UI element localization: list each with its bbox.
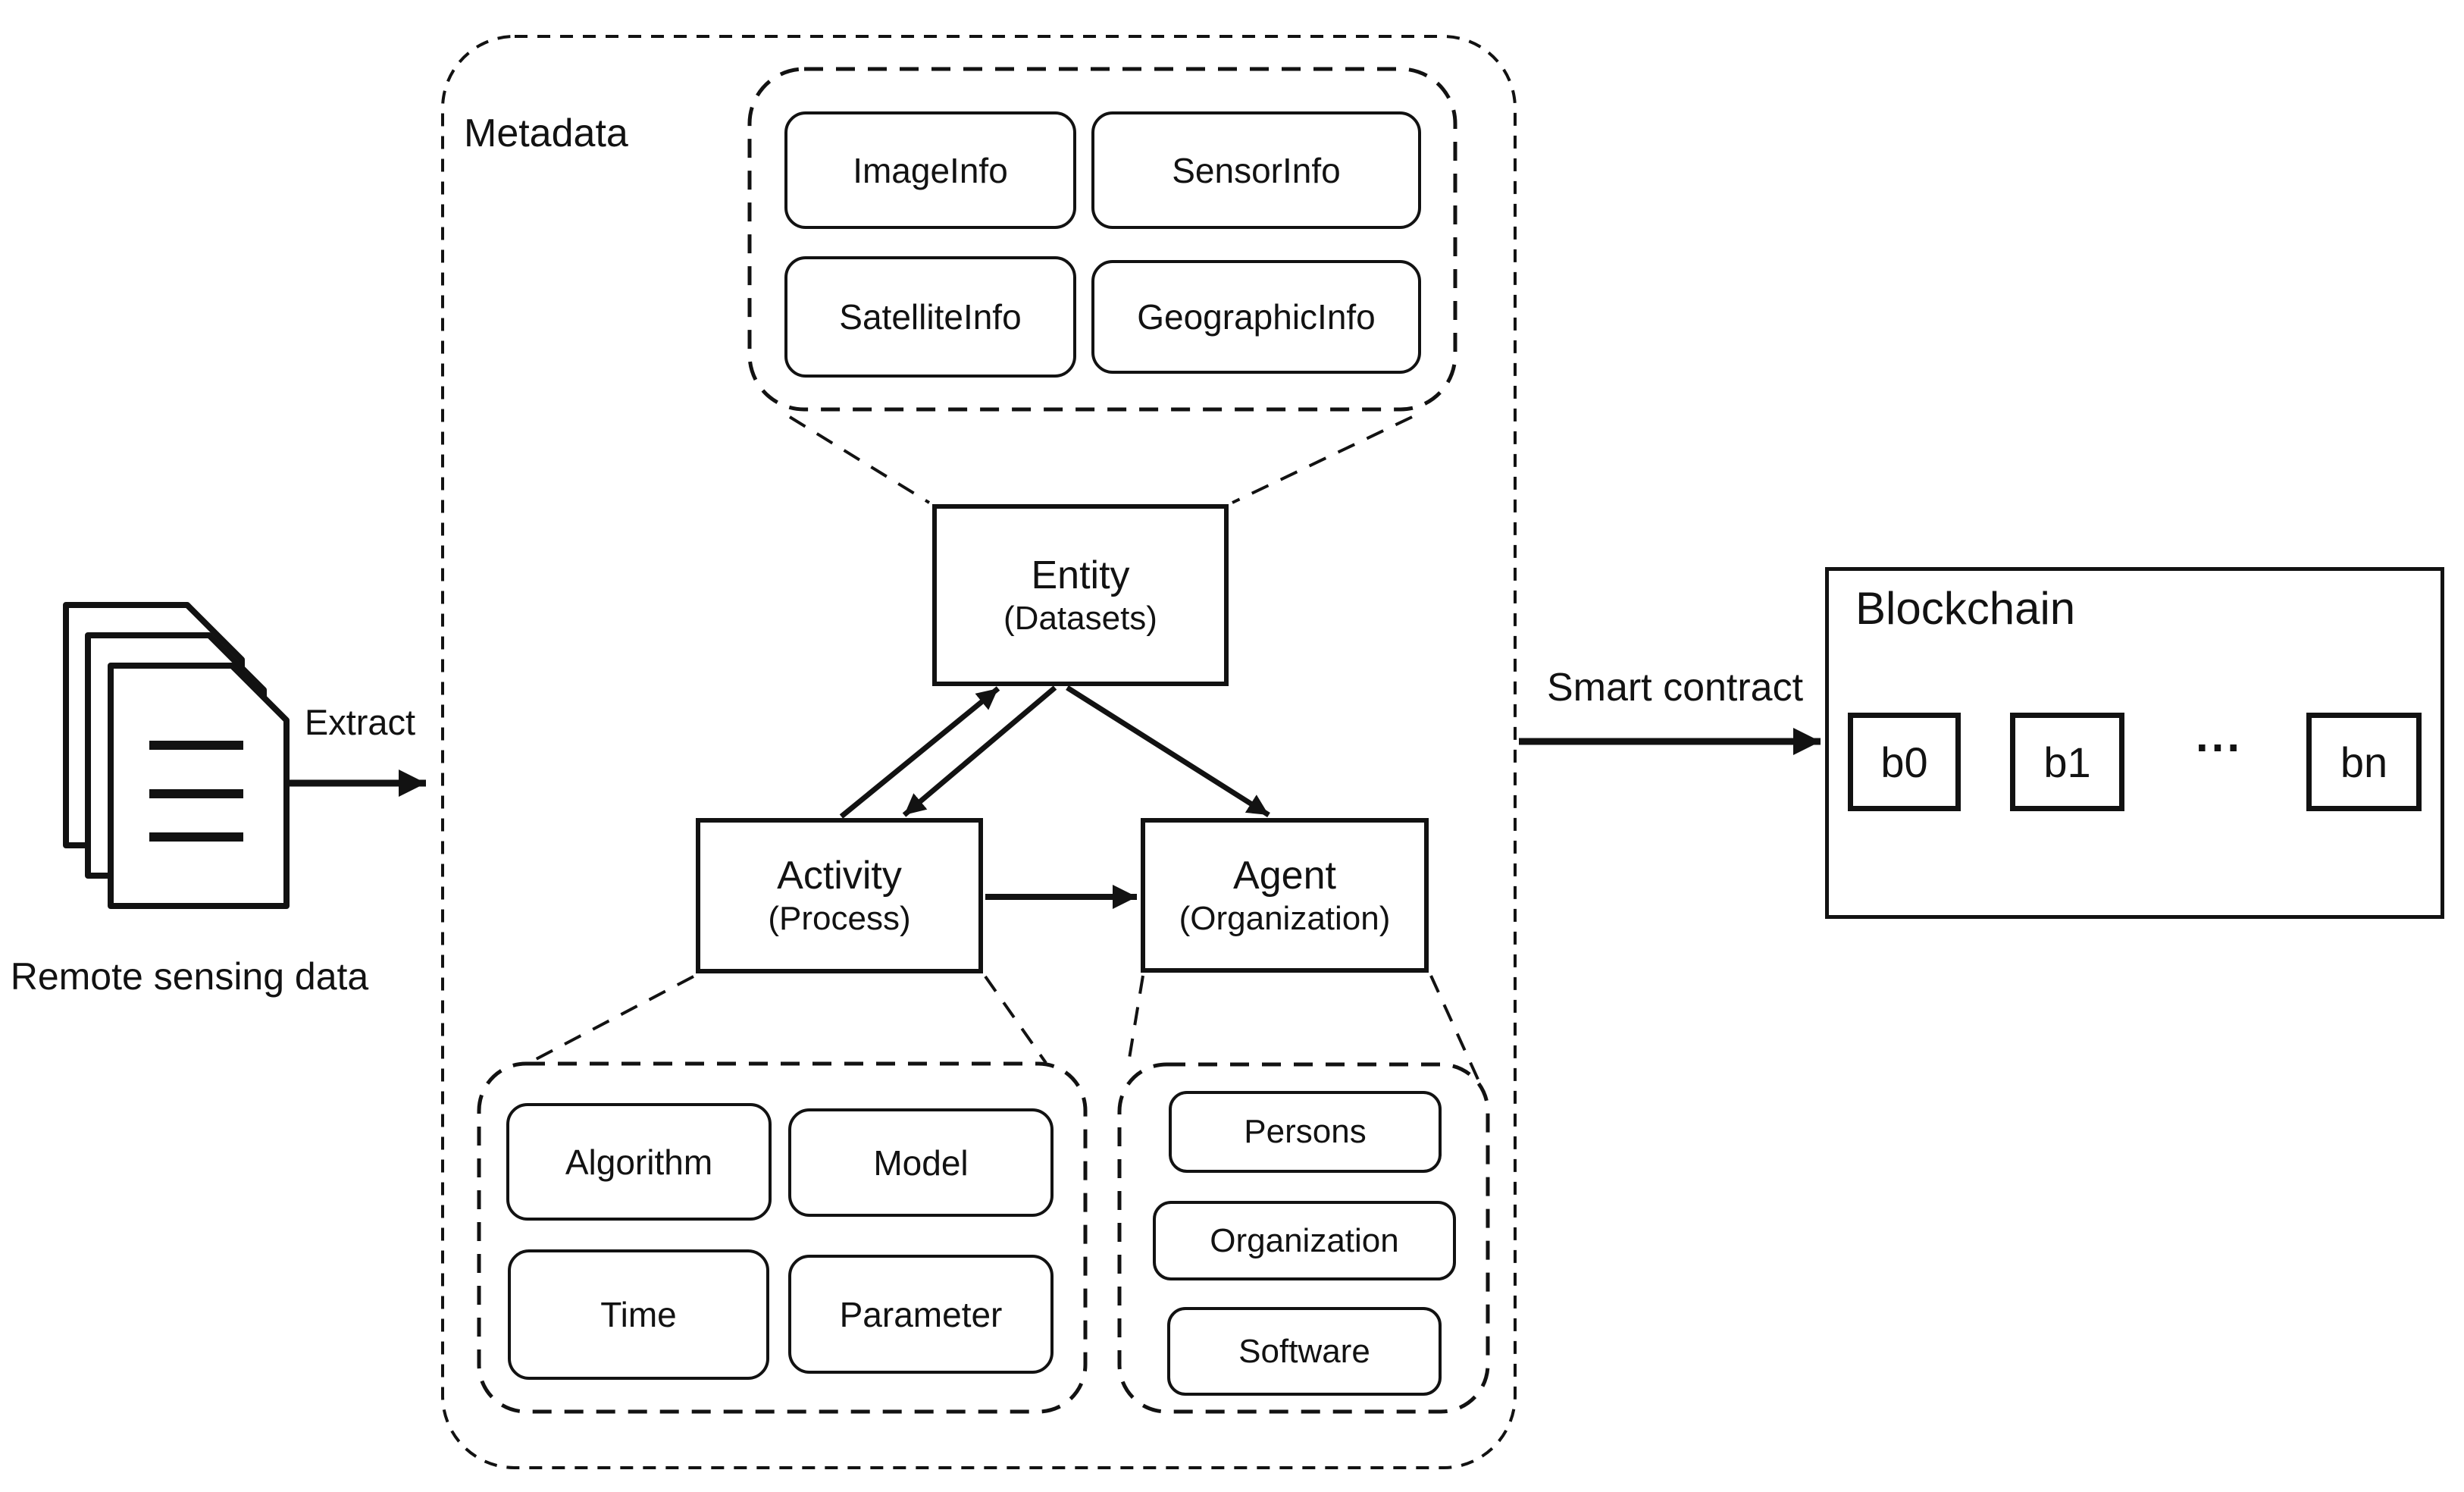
field-persons: Persons: [1169, 1091, 1442, 1173]
agent-title: Agent: [1233, 853, 1336, 898]
funnel-entity-left: [788, 415, 931, 504]
agent-node: Agent (Organization): [1141, 818, 1429, 973]
field-geographicinfo-label: GeographicInfo: [1137, 297, 1376, 337]
entity-subtitle: (Datasets): [1003, 599, 1157, 637]
field-software: Software: [1167, 1307, 1442, 1396]
block-bn-label: bn: [2340, 738, 2388, 786]
field-parameter: Parameter: [788, 1255, 1054, 1374]
field-algorithm: Algorithm: [506, 1103, 772, 1221]
agent-subtitle: (Organization): [1179, 899, 1391, 937]
field-persons-label: Persons: [1244, 1113, 1367, 1150]
arrow-activity-to-entity: [839, 686, 1000, 819]
field-software-label: Software: [1238, 1332, 1370, 1370]
funnel-agent-left: [1126, 975, 1144, 1068]
field-satelliteinfo: SatelliteInfo: [784, 256, 1076, 378]
funnel-activity-right: [984, 975, 1047, 1064]
extract-label: Extract: [304, 701, 416, 742]
block-bn: bn: [2306, 713, 2422, 811]
block-b1-label: b1: [2043, 738, 2091, 786]
document-text-lines: [149, 741, 243, 842]
field-time: Time: [508, 1249, 769, 1380]
agent-fields-group: [1117, 1062, 1490, 1414]
metadata-label: Metadata: [464, 111, 628, 155]
chain-ellipsis: ...: [2195, 710, 2243, 761]
blockchain-title: Blockchain: [1855, 583, 2076, 634]
funnel-entity-right: [1232, 415, 1413, 504]
activity-node: Activity (Process): [696, 818, 983, 973]
arrow-entity-to-agent: [1066, 685, 1270, 817]
field-algorithm-label: Algorithm: [565, 1142, 713, 1182]
block-b0-label: b0: [1880, 738, 1928, 786]
entity-title: Entity: [1031, 553, 1130, 597]
field-time-label: Time: [600, 1295, 677, 1334]
field-geographicinfo: GeographicInfo: [1091, 260, 1421, 374]
field-imageinfo-label: ImageInfo: [853, 150, 1008, 190]
document-front: [108, 663, 290, 909]
arrow-entity-to-activity: [902, 685, 1057, 817]
source-label: Remote sensing data: [10, 955, 369, 998]
documents-icon: [63, 602, 290, 909]
activity-title: Activity: [777, 854, 902, 898]
activity-subtitle: (Process): [768, 900, 911, 938]
entity-node: Entity (Datasets): [932, 504, 1229, 686]
entity-fields-group: [747, 67, 1457, 412]
funnel-activity-left: [525, 975, 694, 1066]
field-parameter-label: Parameter: [839, 1294, 1003, 1334]
field-model: Model: [788, 1108, 1054, 1217]
funnel-agent-right: [1429, 975, 1481, 1083]
block-b0: b0: [1848, 713, 1961, 811]
field-satelliteinfo-label: SatelliteInfo: [839, 297, 1022, 337]
field-sensorinfo-label: SensorInfo: [1172, 150, 1341, 190]
smart-contract-label: Smart contract: [1546, 666, 1804, 710]
activity-fields-group: [477, 1061, 1088, 1414]
field-model-label: Model: [873, 1143, 969, 1183]
field-organization-label: Organization: [1210, 1221, 1399, 1259]
block-b1: b1: [2010, 713, 2124, 811]
field-imageinfo: ImageInfo: [784, 111, 1076, 229]
field-organization: Organization: [1153, 1201, 1456, 1280]
metadata-container: [441, 35, 1517, 1469]
field-sensorinfo: SensorInfo: [1091, 111, 1421, 229]
